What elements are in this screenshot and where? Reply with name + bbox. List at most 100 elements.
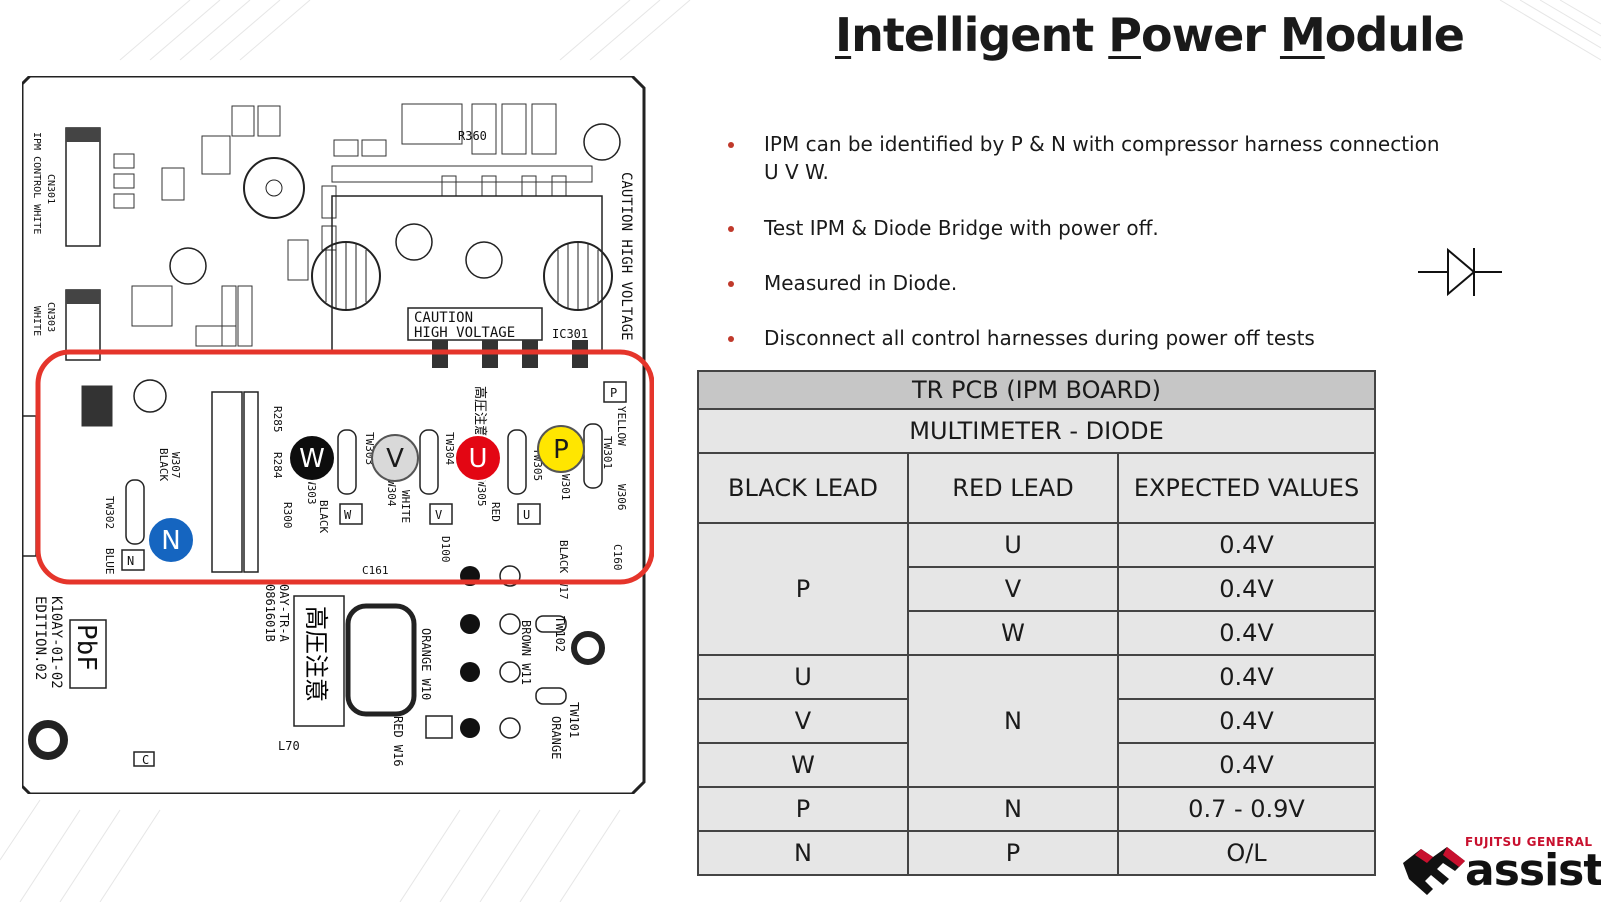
pcb-label-pbf: PbF [71,624,101,671]
table-subtitle: MULTIMETER - DIODE [696,408,1377,454]
terminal-v-marker: V [371,434,419,482]
pcb-label-w304: W304 [385,480,398,507]
table-row: N P O/L [697,830,1377,876]
pcb-label-connector2: WHITE [31,306,42,336]
pcb-tw-u: U [523,508,530,522]
ipm-highlight-outline [35,349,654,585]
cell-red: V [907,566,1119,612]
cell-value: 0.4V [1116,610,1377,656]
table-title: TR PCB (IPM BOARD) [696,370,1377,410]
fujitsu-assist-logo: FUJITSU GENERAL assist [1403,835,1601,902]
diode-symbol-icon [1418,247,1502,297]
pcb-label-blue: BLUE [103,548,116,575]
pcb-label-orange: ORANGE [549,716,563,759]
pcb-label-kanji: 高圧注意 [302,606,330,702]
cell-value: 0.4V [1116,566,1377,612]
pcb-label-w306: W306 [615,484,628,511]
pcb-label-tw304: TW304 [443,432,456,465]
pcb-label-c-mark: C [142,753,149,767]
title-rest-module: odule [1324,8,1465,62]
bullet-diode-mode: Measured in Diode. [720,269,957,297]
title-initial-m: M [1279,8,1326,62]
cell-red: N [907,654,1119,788]
cell-black: U [697,654,909,700]
pcb-tw-v: V [435,508,442,522]
pcb-caution-line2: HIGH VOLTAGE [414,325,515,341]
pcb-model-4: 0861601B [263,584,277,642]
table-row: P N 0.7 - 0.9V [697,786,1377,832]
pcb-label-orange-w10: ORANGE W10 [419,628,433,700]
table-header-row: BLACK LEAD RED LEAD EXPECTED VALUES [697,452,1377,524]
pcb-label-d100: D100 [439,536,452,563]
pcb-label-red: RED [489,502,502,522]
bullet-disconnect: Disconnect all control harnesses during … [720,324,1315,352]
diode-test-table: TR PCB (IPM BOARD) MULTIMETER - DIODE BL… [696,370,1377,876]
terminal-v-label: V [386,444,404,474]
pcb-label-w303: W303 [305,478,318,505]
terminal-u-label: U [468,444,487,474]
table-row: U N 0.4V [697,654,1377,788]
table-row: V 0.4V [697,698,1377,744]
table-row: W 0.4V [697,742,1377,788]
cell-value: 0.4V [1116,698,1377,744]
pcb-label-r360: R360 [458,129,487,143]
table-row: P U 0.4V [697,522,1377,656]
cell-value: 0.7 - 0.9V [1116,786,1377,832]
pcb-label-r285: R285 [271,406,284,433]
header-red-lead: RED LEAD [907,452,1119,524]
cell-black: V [697,698,909,744]
pcb-label-black2: BLACK [157,448,170,481]
pcb-label-cn303: CN303 [45,302,56,332]
terminal-n-label: N [161,526,180,556]
bullet-test-off: Test IPM & Diode Bridge with power off. [720,214,1159,242]
pcb-label-r300: R300 [281,502,294,529]
table-title-row: TR PCB (IPM BOARD) [696,370,1377,410]
header-black-lead: BLACK LEAD [697,452,909,524]
title-rest-intelligent: ntelligent [851,8,1094,62]
ipm-pcb-diagram: IPM CONTROL WHITE CN301 WHITE CN303 CAUT… [22,76,654,794]
pcb-label-black-w17: BLACK W17 [557,540,570,600]
pcb-tw-n: N [127,554,134,568]
cell-value: 0.4V [1116,654,1377,700]
pcb-model-2: EDITION.02 [32,596,48,680]
title-initial-p: P [1108,8,1142,62]
pcb-label-brown-w11: BROWN W11 [519,620,533,685]
terminal-p-label: P [553,435,569,465]
pcb-label-l70: L70 [278,739,300,753]
pcb-label-white: WHITE [399,490,412,523]
cell-black: W [697,742,909,788]
header-expected-values: EXPECTED VALUES [1116,452,1377,524]
table-row: W 0.4V [698,610,1377,656]
pcb-label-ic301: IC301 [552,327,588,341]
handshake-icon [1403,847,1465,895]
cell-red: U [907,522,1119,568]
pcb-label-tw101: TW101 [567,702,581,738]
pcb-label-kanji-small: 高圧注意 [472,386,488,438]
pcb-label-w307: W307 [169,452,182,479]
bullet-identify: IPM can be identified by P & N with comp… [720,130,1450,186]
pcb-label-tw102: TW102 [553,616,567,652]
title-initial-i: I [835,8,852,62]
cell-black: N [697,830,909,876]
pcb-caution-side: CAUTION HIGH VOLTAGE [618,172,634,341]
pcb-label-w305: W305 [475,480,488,507]
pcb-label-cn301: CN301 [45,174,56,204]
pcb-label-tw301: TW301 [601,436,614,469]
terminal-p-marker: P [537,425,585,473]
pcb-label-red-w16: RED W16 [391,716,405,767]
cell-red: P [907,830,1119,876]
pcb-label-black: BLACK [317,500,330,533]
page-title: Intelligent Power Module [835,8,1465,62]
terminal-u-marker: U [454,434,502,482]
terminal-w-label: W [299,444,325,474]
terminal-w-marker: W [288,434,336,482]
pcb-label-yellow: YELLOW [615,406,628,446]
cell-value: O/L [1116,830,1377,876]
table-row: V 0.4V [698,566,1377,612]
cell-value: 0.4V [1116,522,1377,568]
pcb-caution-line1: CAUTION [414,310,473,326]
pcb-tw-w: W [344,508,352,522]
title-rest-power: ower [1140,8,1266,62]
pcb-label-tw302: TW302 [103,496,116,529]
